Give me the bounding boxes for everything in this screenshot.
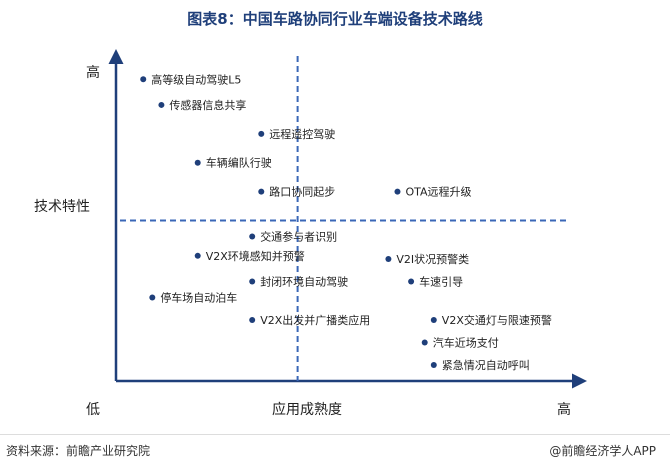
data-point-label: OTA远程升级 [405, 186, 471, 199]
data-point-label: 传感器信息共享 [169, 98, 246, 112]
data-point-label: V2X环境感知并预警 [206, 249, 305, 263]
data-point-marker [149, 294, 156, 301]
data-point-marker [249, 317, 256, 324]
data-point-label: 车速引导 [419, 274, 463, 288]
data-point-marker [194, 252, 201, 259]
data-point-label: 远程遥控驾驶 [269, 127, 335, 141]
data-point-label: 封闭环境自动驾驶 [260, 274, 348, 288]
x-axis-high-label: 高 [557, 402, 571, 418]
source-note: 资料来源：前瞻产业研究院 [6, 444, 151, 458]
data-point-label: V2X出发并广播类应用 [260, 313, 370, 327]
data-point-label: 交通参与者识别 [260, 230, 337, 244]
data-point-marker [385, 256, 392, 263]
data-point-marker [421, 339, 428, 346]
brand-note: @前瞻经济学人APP [549, 444, 656, 458]
data-point-marker [158, 101, 165, 108]
data-point-marker [194, 159, 201, 166]
footer-divider [0, 434, 670, 435]
data-point-label: V2I状况预警类 [396, 252, 469, 266]
data-point-label: 路口协同起步 [269, 185, 335, 199]
x-axis-low-label: 低 [86, 402, 100, 418]
chart-title: 图表8：中国车路协同行业车端设备技术路线 [187, 10, 483, 28]
data-point-label: 高等级自动驾驶L5 [151, 72, 241, 86]
y-axis-high-label: 高 [86, 65, 100, 81]
data-point-label: 紧急情况自动呼叫 [442, 358, 530, 372]
data-point-marker [140, 76, 147, 83]
data-point-marker [258, 130, 265, 137]
data-point-label: V2X交通灯与限速预警 [442, 313, 552, 327]
x-axis-label: 应用成熟度 [272, 402, 342, 418]
data-point-marker [430, 361, 437, 368]
data-point-marker [394, 188, 401, 195]
data-point-label: 汽车近场支付 [433, 335, 499, 349]
data-point-marker [249, 233, 256, 240]
data-point-marker [249, 278, 256, 285]
y-axis-label: 技术特性 [34, 199, 90, 215]
data-point-marker [258, 188, 265, 195]
data-point-marker [408, 278, 415, 285]
data-point-marker [430, 317, 437, 324]
data-point-label: 停车场自动泊车 [160, 291, 237, 305]
data-point-label: 车辆编队行驶 [206, 156, 272, 170]
